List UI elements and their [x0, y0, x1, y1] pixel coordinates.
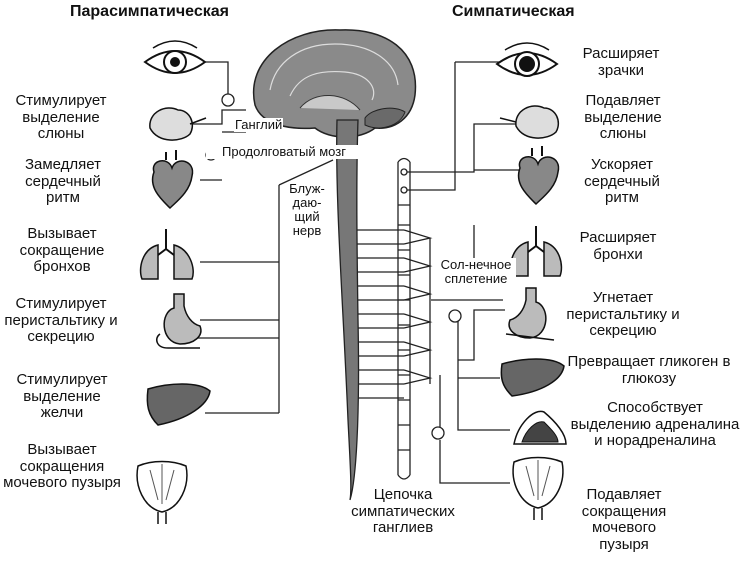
left-label-saliva: Стимулирует выделение слюны	[2, 92, 120, 143]
right-label-bronchi: Расширяет бронхи	[579, 229, 657, 263]
salivary-gland-icon	[149, 107, 207, 141]
lungs-icon	[139, 229, 194, 280]
left-label-bladder: Вызывает сокращения мочевого пузыря	[3, 441, 121, 491]
heart-icon	[151, 150, 194, 210]
left-label-bile: Стимулирует выделение желчи	[16, 371, 108, 421]
left-label-heart: Замедляет сердечный ритм	[24, 156, 102, 206]
bladder-icon	[512, 456, 564, 520]
left-label-bronchi: Вызывает сокращение бронхов	[19, 225, 105, 275]
salivary-gland-icon	[499, 105, 560, 139]
brain-icon	[252, 29, 417, 138]
parasympathetic-heading: Парасимпатическая	[70, 3, 229, 20]
heart-icon	[517, 146, 560, 206]
ganglion-label: Ганглий	[234, 117, 284, 132]
liver-icon	[500, 358, 565, 397]
right-label-glycogen: Превращает гликоген в глюкозу	[567, 353, 731, 387]
right-label-pupils: Расширяет зрачки	[582, 45, 660, 79]
left-label-saliva-text: Стимулирует выделение слюны	[15, 92, 107, 142]
stomach-icon	[505, 287, 555, 341]
lungs-icon	[509, 226, 563, 277]
vagus-nerve-label: Блуж-даю-щий нерв	[289, 181, 325, 238]
medulla-label: Продолговатый мозг	[206, 145, 362, 159]
right-label-heart: Ускоряет сердечный ритм	[584, 156, 660, 206]
sympathetic-chain-label: Цепочка симпатических ганглиев	[351, 486, 455, 536]
adrenal-gland-icon	[513, 410, 567, 445]
eye-icon	[143, 40, 207, 74]
stomach-icon	[155, 293, 202, 349]
eye-icon	[495, 42, 559, 77]
right-label-peristalsis: Угнетает перистальтику и секрецию	[566, 289, 680, 339]
sympathetic-heading: Симпатическая	[452, 3, 575, 20]
left-label-peristalsis: Стимулирует перистальтику и секрецию	[4, 295, 118, 345]
liver-icon	[146, 383, 211, 426]
solar-plexus-label: Сол-нечное сплетение	[436, 258, 516, 286]
right-label-saliva: Подавляет выделение слюны	[584, 92, 662, 142]
spinal-cord	[336, 119, 360, 501]
bladder-icon	[136, 460, 188, 524]
right-label-adrenaline: Способствует выделению адреналина и нора…	[570, 399, 740, 449]
right-label-bladder: Подавляет сокращения мочевого пузыря	[581, 486, 667, 553]
